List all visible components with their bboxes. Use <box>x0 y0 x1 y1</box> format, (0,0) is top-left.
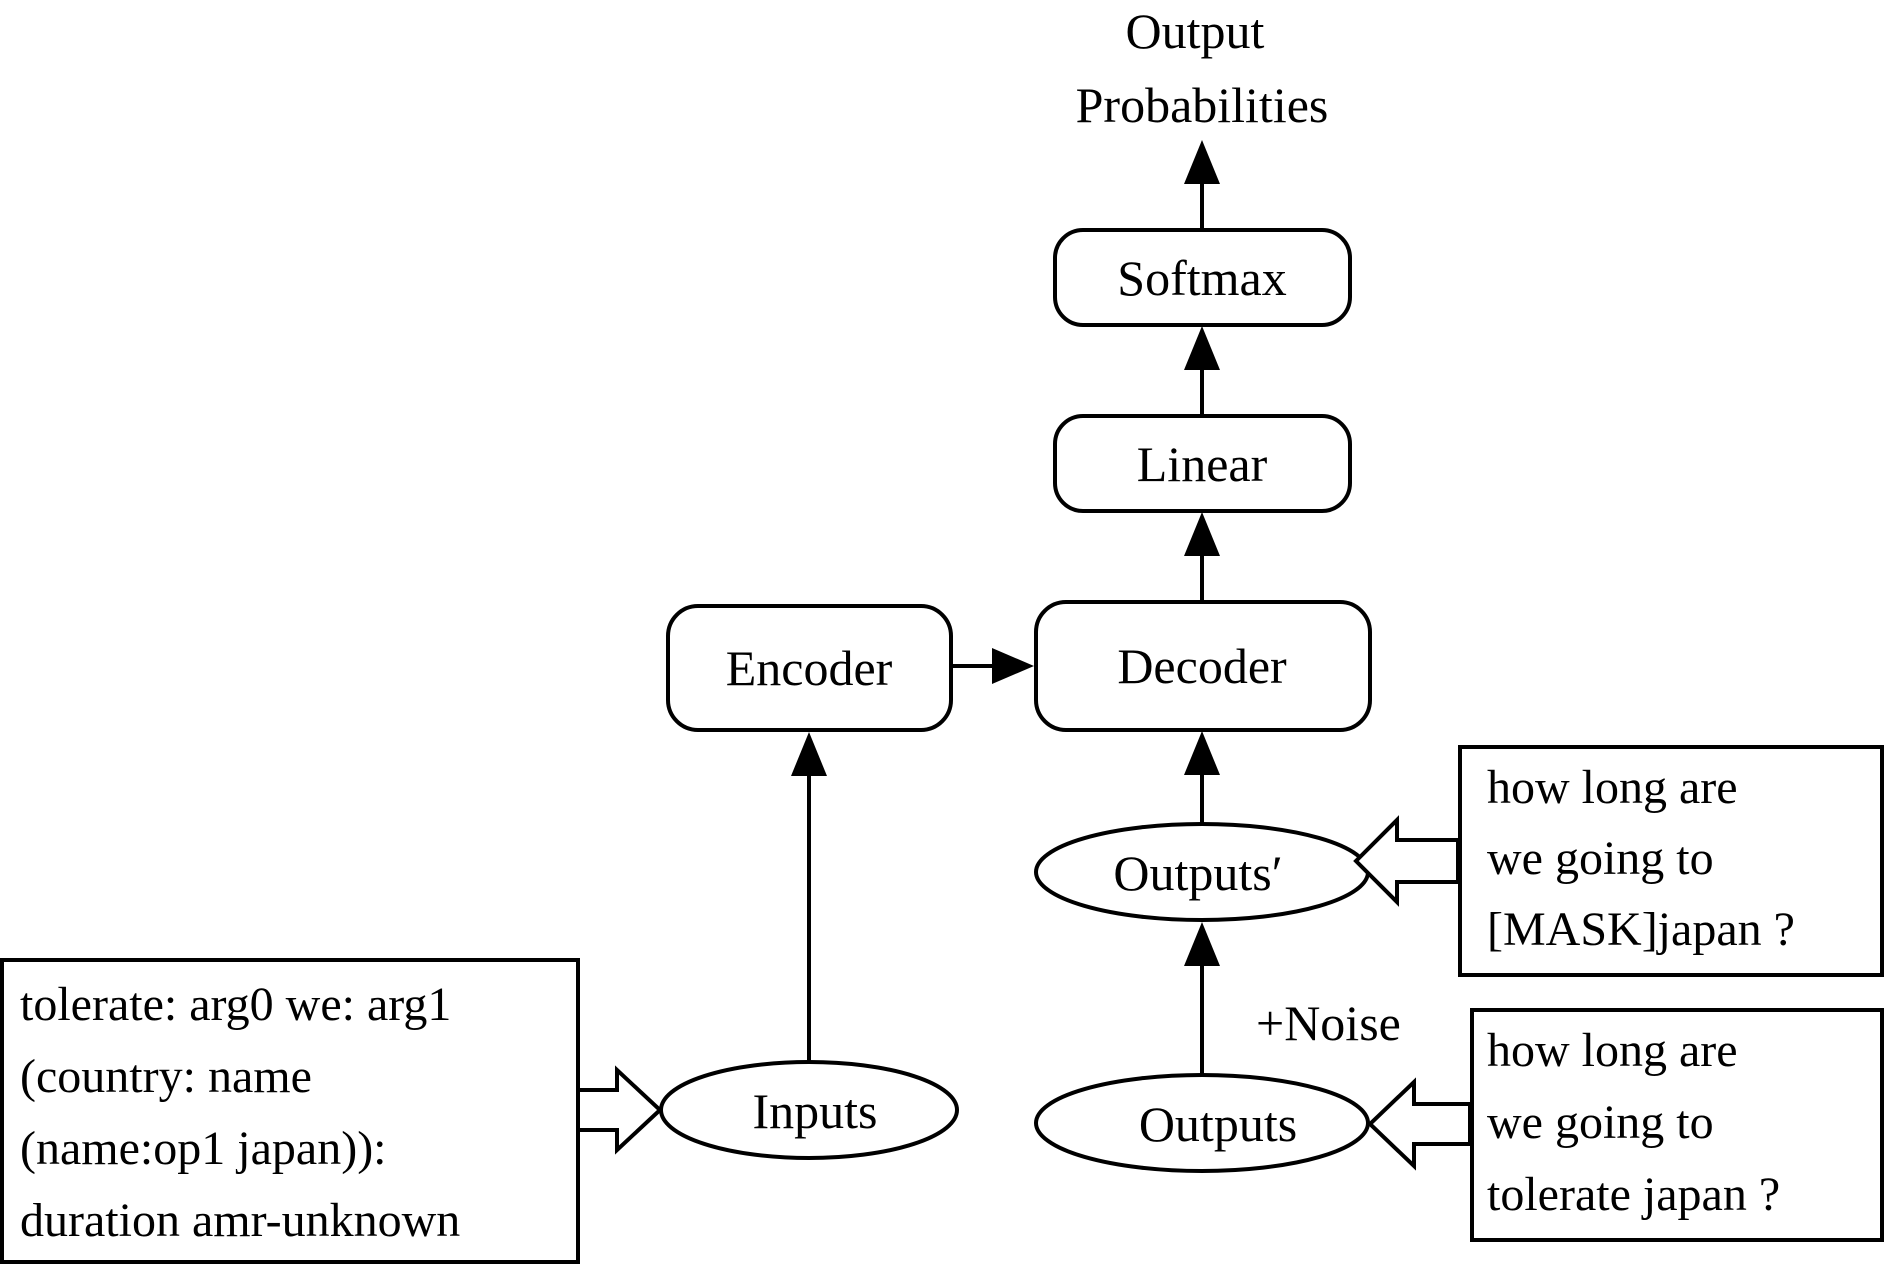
arrow-outputs-prime-to-decoder <box>1184 731 1220 823</box>
output-probabilities-label-line2: Probabilities <box>1076 77 1329 133</box>
output-probabilities-label-line1: Output <box>1126 3 1265 59</box>
arrow-softmax-to-output <box>1184 140 1220 228</box>
hollow-arrow-target-to-outputs <box>1367 1077 1472 1171</box>
arrow-linear-to-softmax <box>1184 326 1220 415</box>
hollow-arrow-amr-to-inputs <box>576 1065 663 1155</box>
arrow-outputs-to-outputs-prime <box>1184 922 1220 1075</box>
softmax-label: Softmax <box>1117 250 1286 306</box>
inputs-node: Inputs <box>659 1060 959 1160</box>
target-sentence-box: how long are we going to tolerate japan … <box>1470 1008 1884 1242</box>
outputs-node: Outputs <box>1034 1073 1370 1173</box>
inputs-label: Inputs <box>753 1083 878 1139</box>
amr-input-line-2: (country: name <box>20 1050 312 1103</box>
masked-sentence-box: how long are we going to [MASK]japan ? <box>1458 745 1884 977</box>
decoder-block: Decoder <box>1034 600 1372 732</box>
arrow-inputs-to-encoder <box>791 732 827 1061</box>
amr-input-line-1: tolerate: arg0 we: arg1 <box>20 978 451 1031</box>
target-sentence-line-1: how long are <box>1487 1024 1738 1077</box>
softmax-block: Softmax <box>1053 228 1352 327</box>
amr-input-box: tolerate: arg0 we: arg1 (country: name (… <box>0 958 580 1264</box>
outputs-label: Outputs <box>1139 1096 1297 1152</box>
linear-label: Linear <box>1137 436 1268 492</box>
target-sentence-line-2: we going to <box>1487 1096 1714 1149</box>
masked-sentence-line-2: we going to <box>1487 832 1714 885</box>
amr-input-line-4: duration amr-unknown <box>20 1194 460 1247</box>
hollow-arrow-masked-to-outputs-prime <box>1353 815 1460 907</box>
target-sentence-line-3: tolerate japan ? <box>1487 1168 1780 1221</box>
encoder-block: Encoder <box>666 604 953 732</box>
masked-sentence-line-1: how long are <box>1487 761 1738 814</box>
arrow-decoder-to-linear <box>1184 512 1220 601</box>
arrow-encoder-to-decoder <box>953 648 1034 684</box>
outputs-prime-label: Outputs′ <box>1113 845 1282 901</box>
amr-input-line-3: (name:op1 japan)): <box>20 1122 387 1175</box>
linear-block: Linear <box>1053 414 1352 513</box>
encoder-label: Encoder <box>726 640 893 696</box>
masked-sentence-line-3: [MASK]japan ? <box>1487 903 1795 956</box>
decoder-label: Decoder <box>1117 638 1287 694</box>
noise-label: +Noise <box>1256 995 1401 1051</box>
outputs-prime-node: Outputs′ <box>1034 822 1370 922</box>
